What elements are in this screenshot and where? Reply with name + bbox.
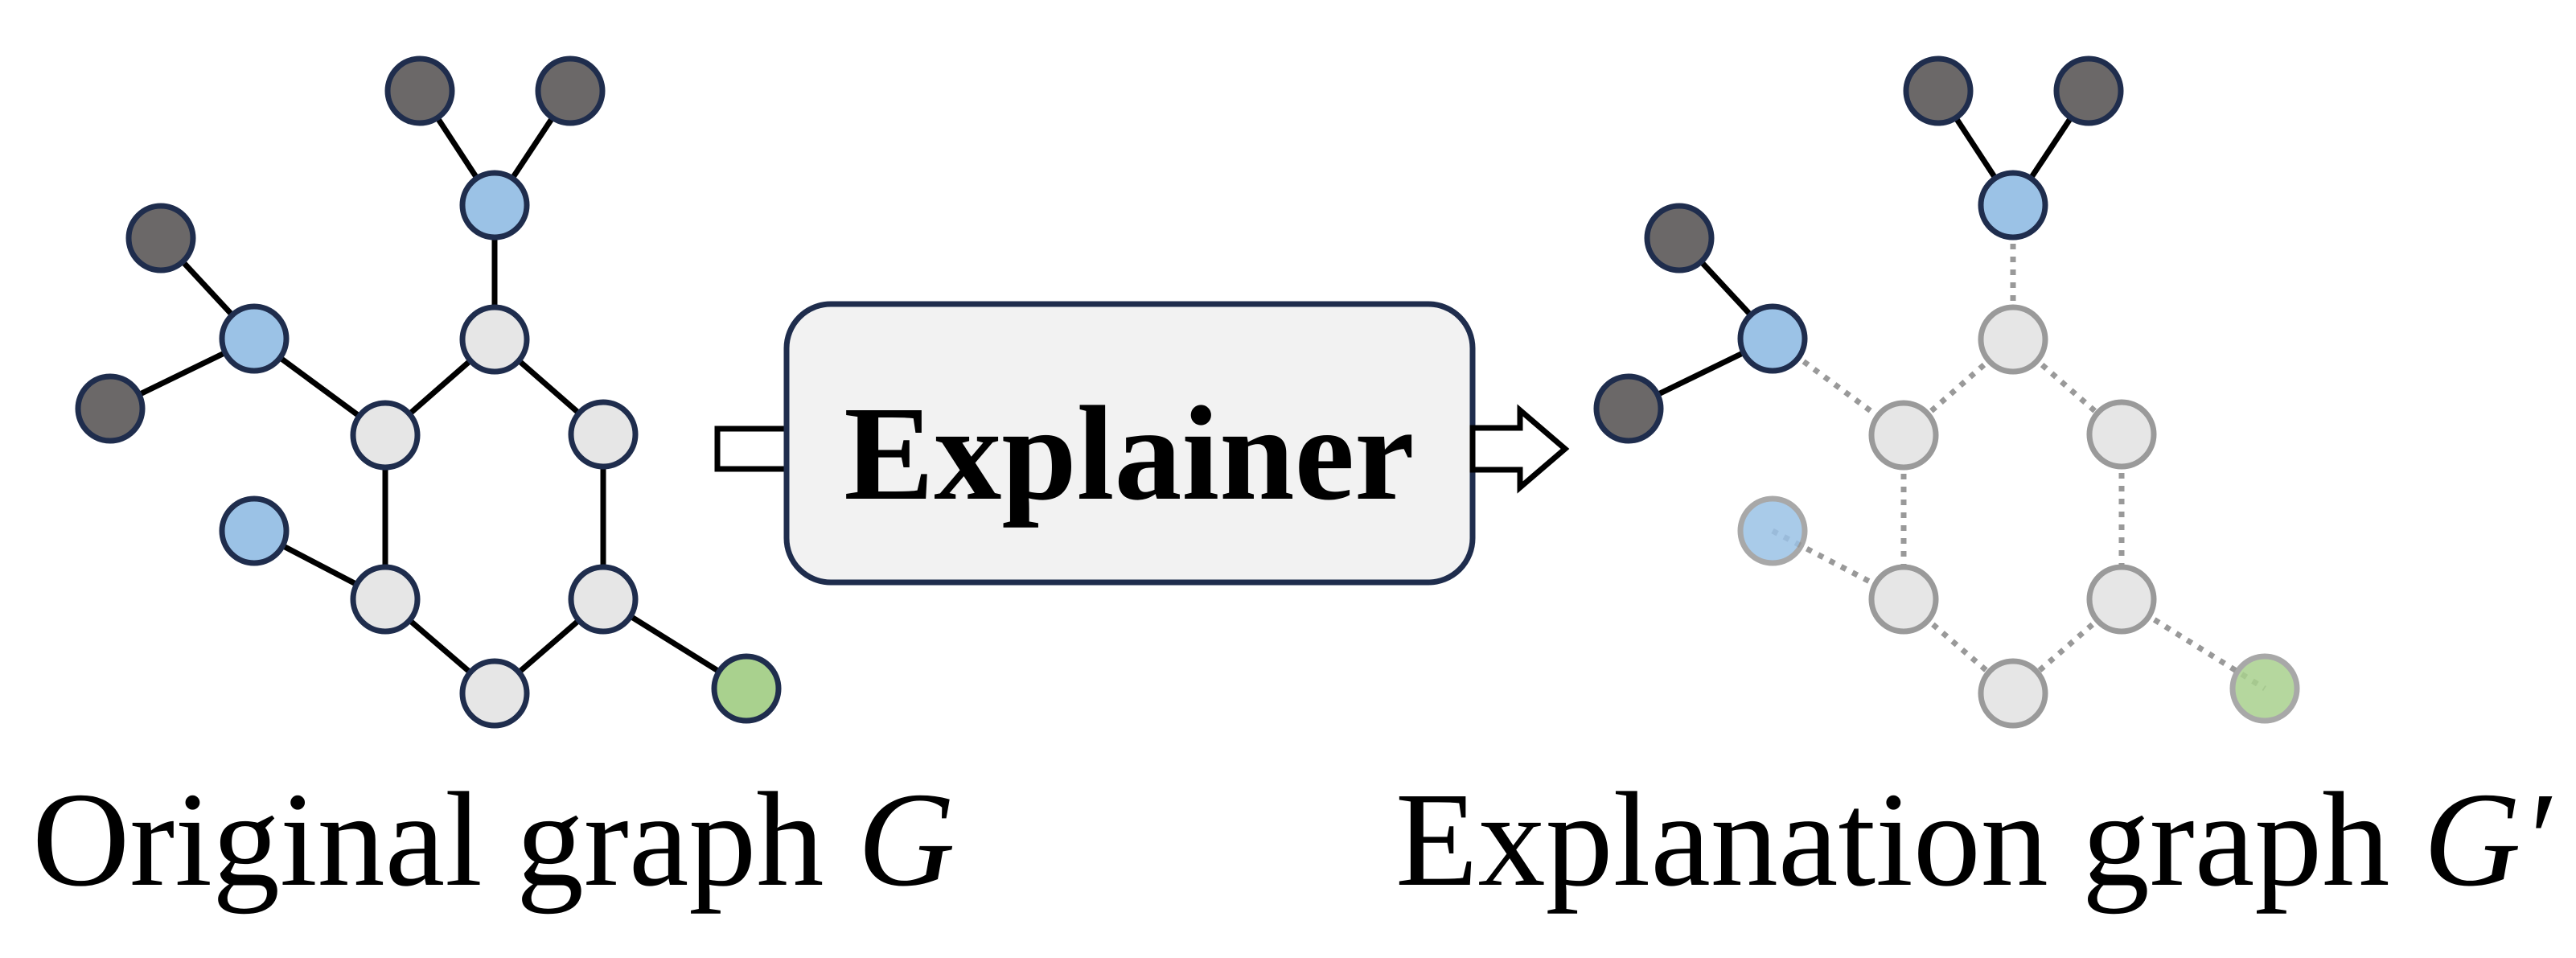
node-blue-b1 xyxy=(1978,170,2048,241)
node-gray-g3 xyxy=(568,399,639,470)
node-dark-d4 xyxy=(1593,373,1664,444)
node-dark-d1 xyxy=(1903,56,1974,126)
node-gray-g6 xyxy=(1978,658,2048,729)
node-dark-d1 xyxy=(384,56,455,126)
node-gray-g1 xyxy=(459,304,530,375)
node-green-gr1 xyxy=(2229,653,2300,724)
node-blue-b2 xyxy=(219,303,290,374)
node-dark-d3 xyxy=(125,203,196,273)
node-gray-g3 xyxy=(2086,399,2157,470)
node-blue-b2 xyxy=(1737,303,1808,374)
explanation-graph-caption: Explanation graph G′ xyxy=(1395,772,2550,907)
node-gray-g4 xyxy=(1868,564,1939,635)
node-gray-g2 xyxy=(1868,400,1939,471)
node-dark-d2 xyxy=(2053,56,2124,126)
node-dark-d2 xyxy=(535,56,606,126)
explanation-graph xyxy=(1593,56,2300,729)
original-graph-caption-text: Original graph xyxy=(32,765,824,915)
node-green-gr1 xyxy=(711,653,782,724)
explanation-graph-caption-text: Explanation graph xyxy=(1395,765,2390,915)
output-arrow xyxy=(1469,404,1570,494)
node-blue-b3 xyxy=(1737,495,1808,566)
node-gray-g2 xyxy=(350,400,421,471)
node-dark-d4 xyxy=(75,373,146,444)
explanation-graph-symbol: G′ xyxy=(2423,765,2551,915)
input-arrow xyxy=(714,426,795,472)
node-gray-g5 xyxy=(2086,564,2157,635)
node-blue-b3 xyxy=(219,495,290,566)
node-gray-g1 xyxy=(1978,304,2048,375)
node-gray-g6 xyxy=(459,658,530,729)
original-graph-symbol: G xyxy=(857,765,955,915)
node-gray-g5 xyxy=(568,564,639,635)
original-graph-caption: Original graph G xyxy=(32,772,955,907)
original-graph xyxy=(75,56,782,729)
node-dark-d3 xyxy=(1644,203,1715,273)
node-gray-g4 xyxy=(350,564,421,635)
node-blue-b1 xyxy=(459,170,530,241)
explainer-label: Explainer xyxy=(844,379,1414,528)
